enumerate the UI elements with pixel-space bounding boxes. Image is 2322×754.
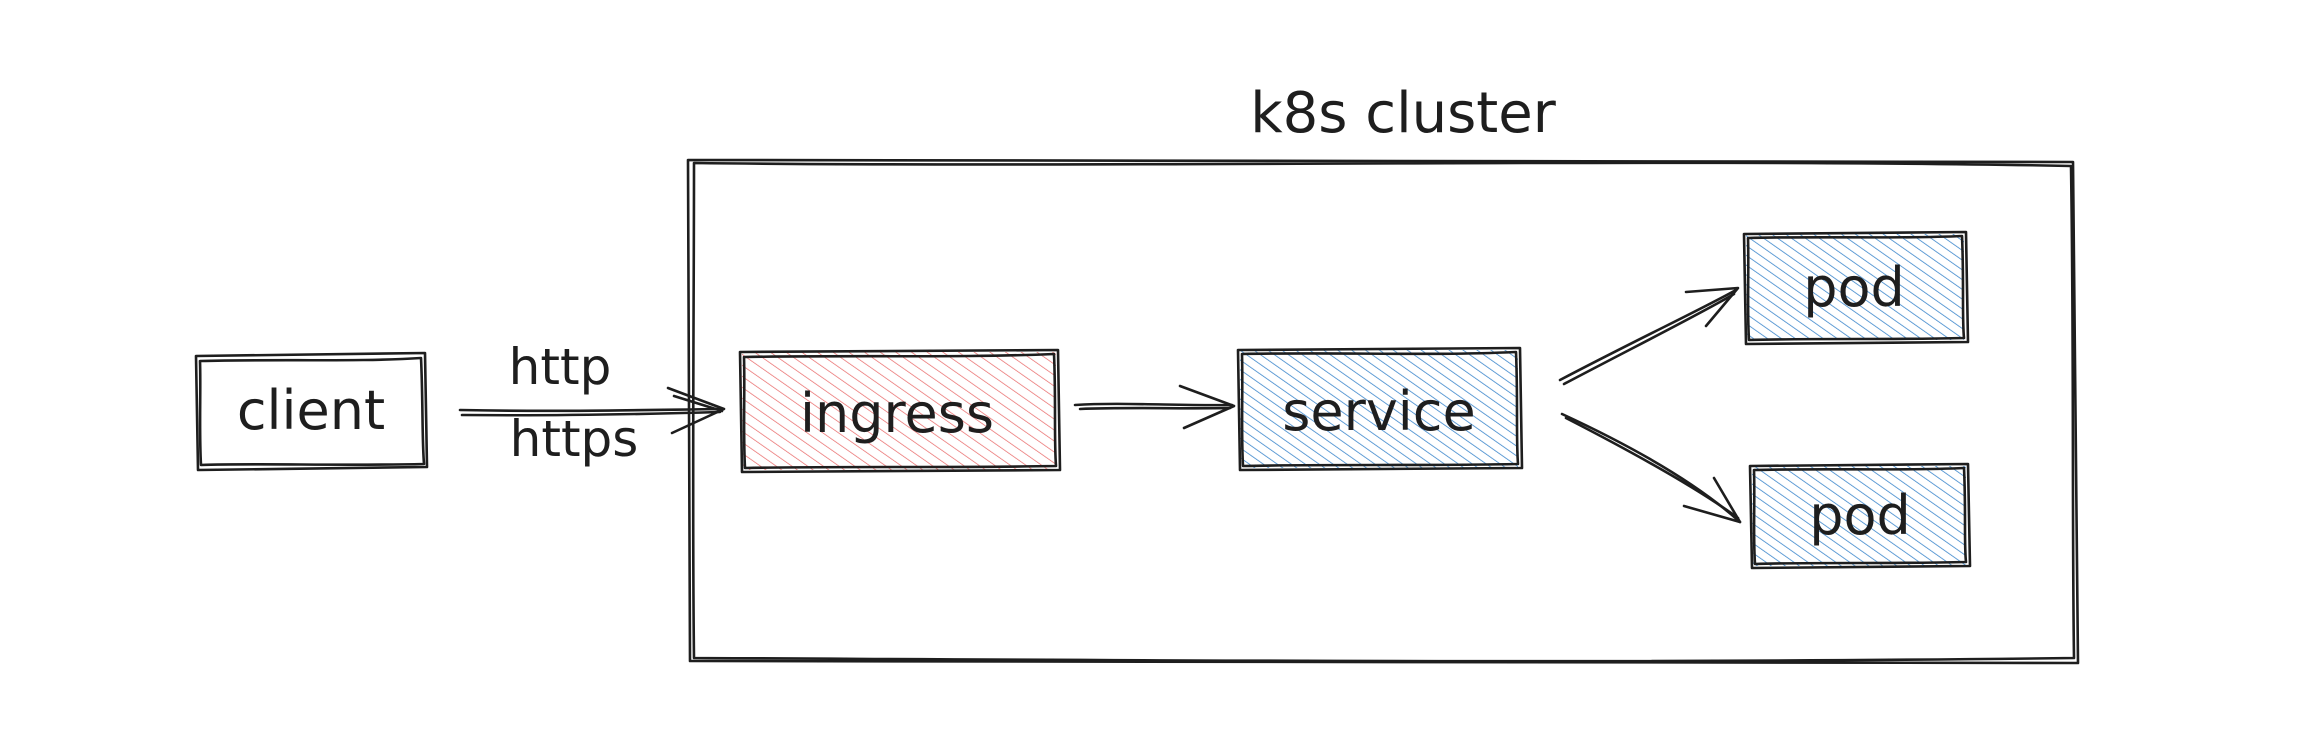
service-label: service (1282, 380, 1475, 443)
ingress-node[interactable]: ingress (738, 348, 1062, 474)
arrow-service-to-pod-bottom (1560, 412, 1742, 524)
service-fill (1240, 350, 1518, 468)
protocol-http-label: http (509, 338, 612, 396)
pod-bottom-label: pod (1809, 484, 1911, 547)
pod-bottom-node[interactable]: pod (1748, 462, 1972, 570)
arrow-client-to-ingress (458, 386, 726, 435)
protocol-https-label: https (510, 410, 639, 468)
ingress-label: ingress (800, 382, 994, 445)
service-node[interactable]: service (1236, 346, 1524, 472)
pod-top-label: pod (1803, 256, 1905, 319)
ingress-fill (742, 352, 1056, 470)
cluster-title: k8s cluster (1250, 81, 1556, 146)
arrow-service-to-pod-top (1558, 286, 1740, 386)
cluster-boundary (686, 158, 2080, 665)
arrow-ingress-to-service (1073, 384, 1236, 430)
pod-top-node[interactable]: pod (1742, 230, 1970, 346)
client-node[interactable]: client (194, 351, 429, 472)
client-label: client (237, 379, 385, 442)
pod-bottom-fill (1752, 466, 1966, 566)
pod-top-fill (1746, 234, 1964, 340)
